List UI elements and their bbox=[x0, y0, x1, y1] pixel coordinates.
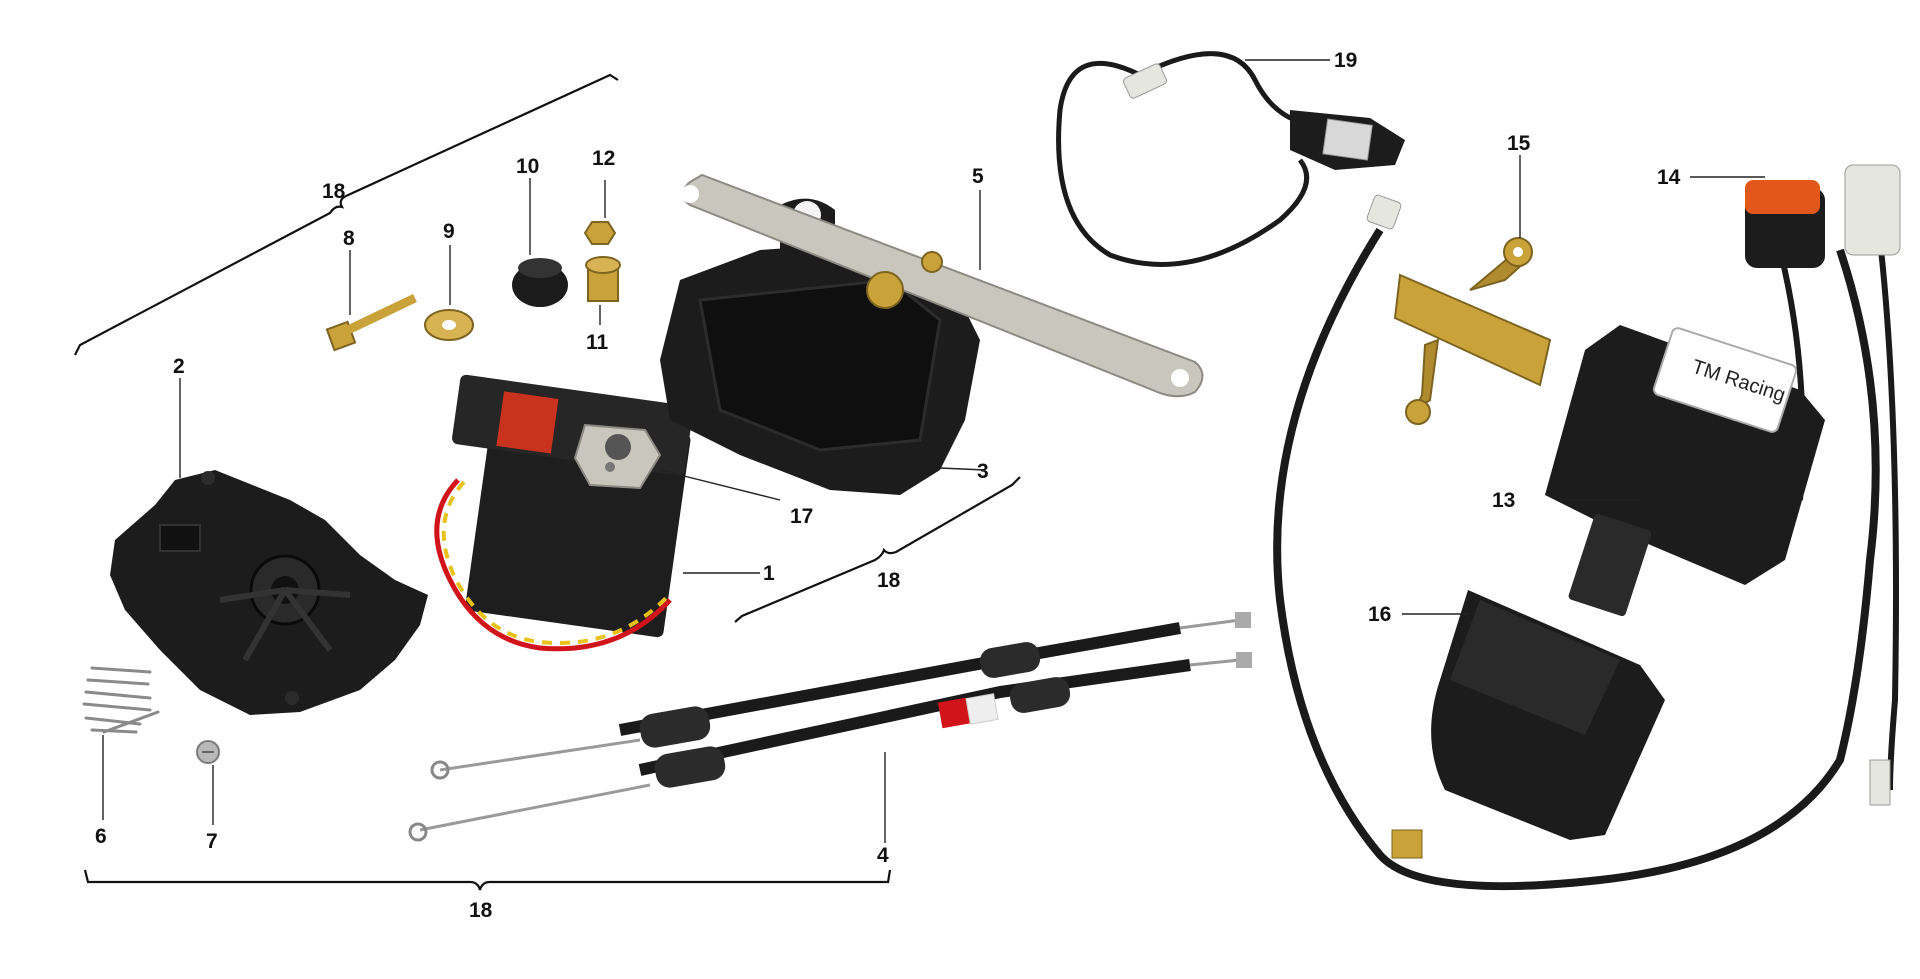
part-sensor bbox=[1056, 51, 1405, 267]
callout-18-bottom: 18 bbox=[469, 899, 493, 922]
callout-13: 13 bbox=[1492, 489, 1515, 512]
callout-18-right: 18 bbox=[877, 569, 901, 592]
servo-wire-red bbox=[434, 478, 672, 652]
part-rubber-cover bbox=[1431, 590, 1665, 840]
callout-17: 17 bbox=[790, 505, 813, 528]
part-washer bbox=[424, 309, 474, 341]
part-nut bbox=[583, 221, 617, 245]
leader-lines bbox=[102, 59, 1765, 843]
part-bracket bbox=[1393, 237, 1552, 425]
part-lever-arm bbox=[681, 173, 1204, 398]
part-bushing bbox=[585, 256, 621, 302]
part-bolt bbox=[325, 293, 417, 352]
callout-10: 10 bbox=[516, 155, 539, 178]
callout-6: 6 bbox=[95, 825, 107, 848]
part-servo bbox=[452, 374, 693, 638]
callout-5: 5 bbox=[972, 165, 984, 188]
part-screws bbox=[82, 666, 160, 734]
servo-wire-yellow bbox=[441, 480, 670, 645]
callout-2: 2 bbox=[173, 355, 185, 378]
brace-bottom-right bbox=[734, 476, 1021, 623]
callout-18-top: 18 bbox=[322, 180, 346, 203]
callout-1: 1 bbox=[763, 562, 775, 585]
callout-19: 19 bbox=[1334, 49, 1357, 72]
callout-3: 3 bbox=[977, 460, 989, 483]
part-harness bbox=[1273, 164, 1901, 891]
callout-4: 4 bbox=[877, 844, 889, 867]
callout-11: 11 bbox=[586, 331, 609, 354]
callout-14: 14 bbox=[1657, 166, 1681, 189]
part-small-screw bbox=[196, 740, 220, 764]
part-cover bbox=[110, 470, 428, 715]
callout-8: 8 bbox=[343, 227, 355, 250]
part-grommet bbox=[512, 258, 568, 307]
callout-15: 15 bbox=[1507, 132, 1531, 155]
callout-16: 16 bbox=[1368, 603, 1391, 626]
part-cables bbox=[408, 612, 1252, 842]
callout-12: 12 bbox=[592, 147, 615, 170]
callout-9: 9 bbox=[443, 220, 455, 243]
brace-top-left bbox=[74, 73, 619, 356]
brace-bottom bbox=[83, 869, 892, 891]
part-ecu: TM Racing bbox=[1545, 325, 1825, 617]
callout-7: 7 bbox=[206, 830, 218, 853]
